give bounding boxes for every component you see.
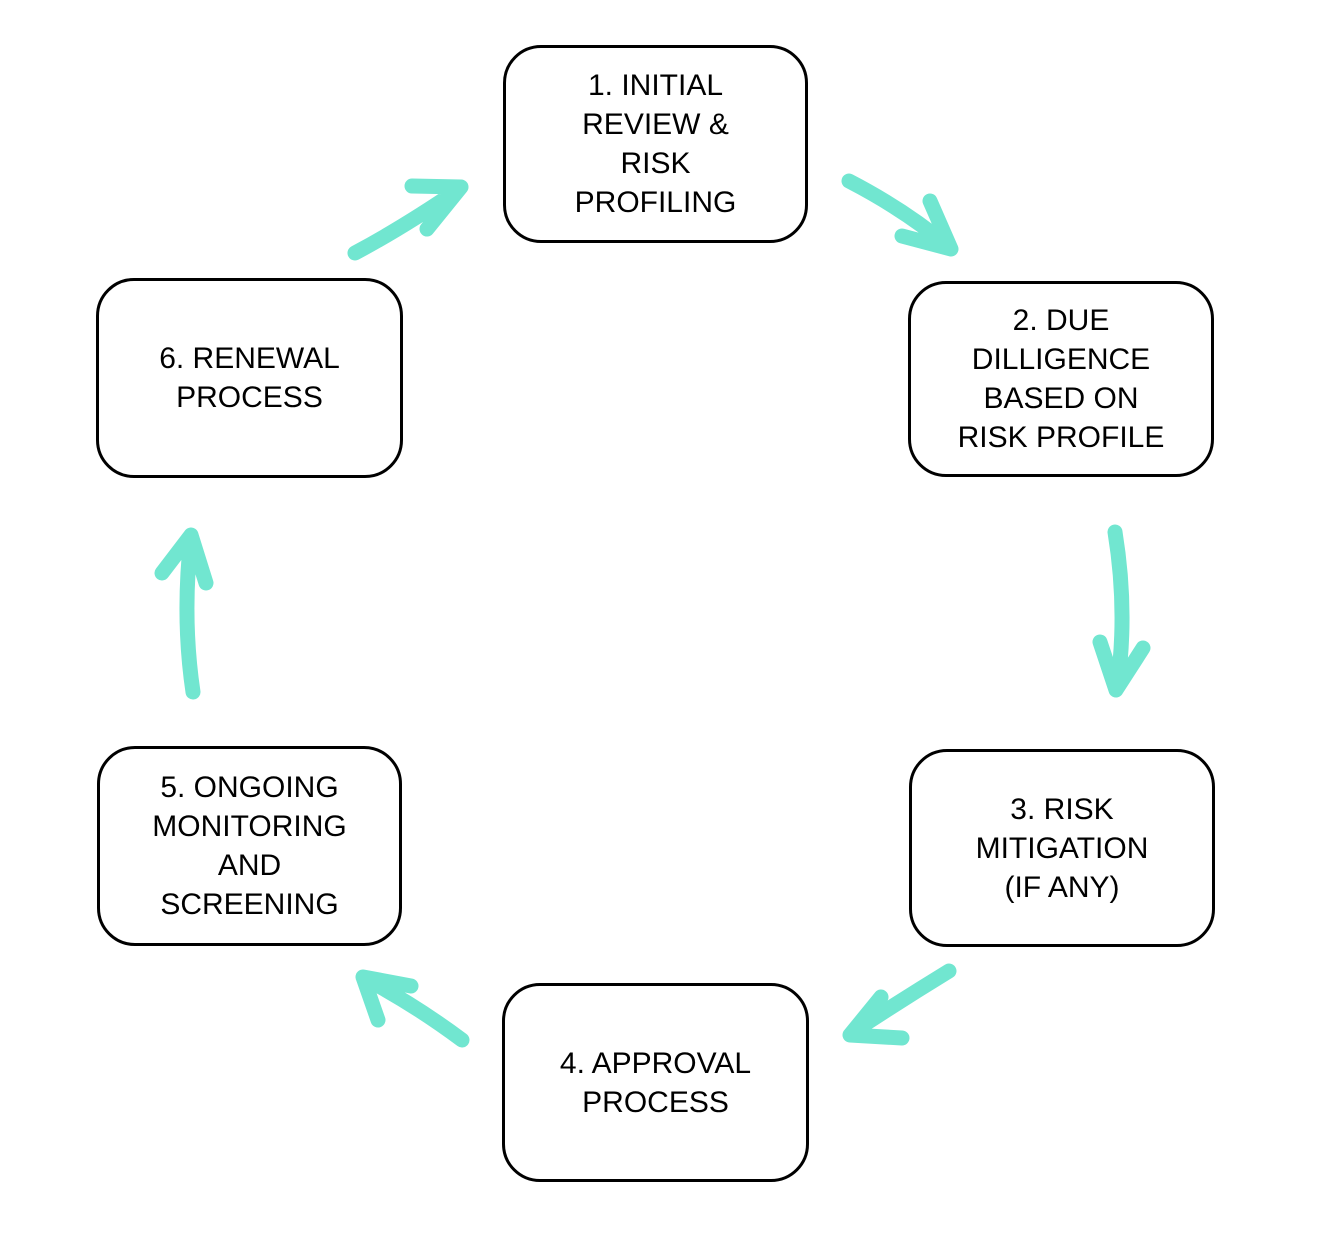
step-box-initial-review: 1. INITIAL REVIEW & RISK PROFILING <box>503 45 808 243</box>
step-box-approval-process: 4. APPROVAL PROCESS <box>502 983 809 1182</box>
arrow-step2-to-step3 <box>1092 524 1151 698</box>
arrow-step6-to-step1 <box>347 178 469 261</box>
step-box-renewal-process: 6. RENEWAL PROCESS <box>96 278 403 478</box>
step-label: 6. RENEWAL PROCESS <box>159 342 340 414</box>
arrow-step4-to-step5 <box>355 969 470 1048</box>
step-label: 1. INITIAL REVIEW & RISK PROFILING <box>574 69 737 219</box>
step-box-ongoing-monitoring: 5. ONGOING MONITORING AND SCREENING <box>97 746 402 946</box>
step-label: 4. APPROVAL PROCESS <box>559 1046 752 1119</box>
arrow-step5-to-step6 <box>154 527 214 700</box>
step-box-due-diligence: 2. DUE DILLIGENCE BASED ON RISK PROFILE <box>908 281 1214 477</box>
arrow-step3-to-step4 <box>842 963 957 1046</box>
step-box-risk-mitigation: 3. RISK MITIGATION (IF ANY) <box>909 749 1215 947</box>
step-label: 3. RISK MITIGATION (IF ANY) <box>975 792 1149 904</box>
step-label: 5. ONGOING MONITORING AND SCREENING <box>152 771 347 921</box>
step-label: 2. DUE DILLIGENCE BASED ON RISK PROFILE <box>957 304 1165 454</box>
arrow-step1-to-step2 <box>841 173 959 257</box>
